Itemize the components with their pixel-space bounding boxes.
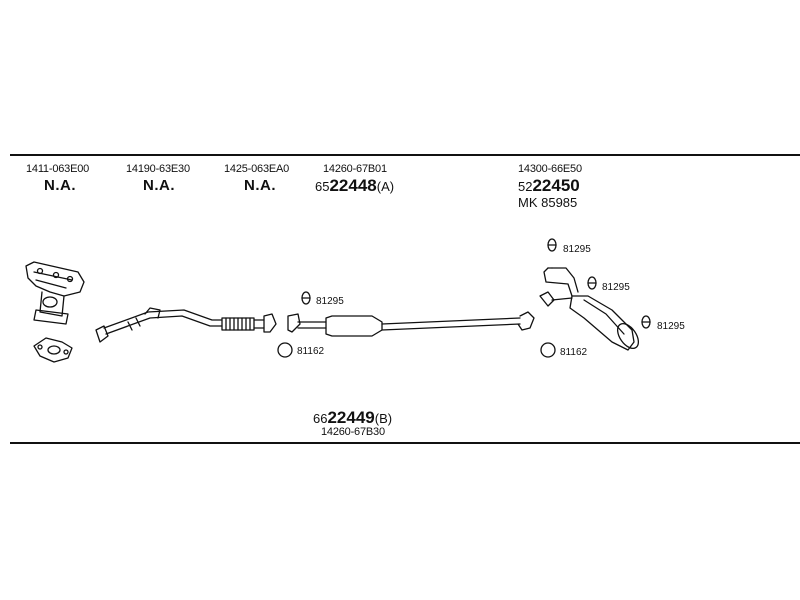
part-number-rear-muffler: 14300-66E50 <box>518 163 582 175</box>
ref-suffix: (A) <box>376 179 395 194</box>
ring-label-center: 81162 <box>297 346 325 357</box>
ref-center-pipe-bottom: 6622449(B) <box>313 408 392 428</box>
rear-muffler-drawing <box>539 267 640 351</box>
status-manifold: N.A. <box>44 177 76 194</box>
gasket-callout-glyphs <box>301 238 651 329</box>
part-number-center-muffler: 14260-67B01 <box>323 163 387 175</box>
mounting-kit-label: MK 85985 <box>518 195 578 210</box>
ref-prefix: 52 <box>518 179 533 194</box>
status-catalyst: N.A. <box>244 177 276 194</box>
ref-main: 22449 <box>327 408 375 427</box>
ref-center-muffler: 6522448(A) <box>315 176 394 196</box>
part-number-center-pipe-bottom: 14260-67B30 <box>321 426 385 438</box>
bottom-rule <box>10 442 800 444</box>
ref-suffix: (B) <box>374 411 393 426</box>
catalyst-drawing <box>221 313 277 333</box>
ref-rear-muffler: 5222450 <box>518 176 580 196</box>
ring-label-rear: 81162 <box>560 347 588 358</box>
top-rule <box>10 154 800 156</box>
ref-prefix: 65 <box>315 179 330 194</box>
ref-prefix: 66 <box>313 411 328 426</box>
gasket-label-center: 81295 <box>316 296 344 307</box>
gasket-label-rear-1: 81295 <box>563 244 591 255</box>
gasket-label-rear-3: 81295 <box>657 321 685 332</box>
ref-main: 22448 <box>329 176 377 195</box>
ref-main: 22450 <box>532 176 580 195</box>
front-pipe-drawing <box>95 307 223 343</box>
status-front-pipe: N.A. <box>143 177 175 194</box>
exhaust-manifold-drawing <box>25 261 85 325</box>
gasket-label-rear-2: 81295 <box>602 282 630 293</box>
part-number-catalyst: 1425-063EA0 <box>224 163 290 175</box>
center-muffler-drawing <box>287 311 535 337</box>
ring-callout-glyphs <box>277 342 556 358</box>
manifold-gasket-drawing <box>33 337 73 363</box>
part-number-manifold: 1411-063E00 <box>26 163 90 175</box>
part-number-front-pipe: 14190-63E30 <box>126 163 190 175</box>
